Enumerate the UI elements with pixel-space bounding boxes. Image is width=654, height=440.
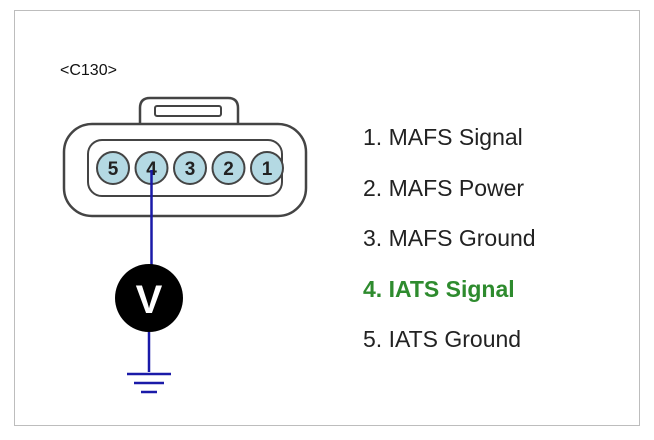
diagram-frame — [14, 10, 640, 426]
voltmeter-letter: V — [136, 278, 163, 322]
pin-list-item: 4. IATS Signal — [363, 275, 515, 302]
connector-pin — [250, 151, 284, 185]
connector-pin-number: 3 — [185, 159, 196, 180]
connector-pin-number: 5 — [108, 159, 119, 180]
connector-pin-number: 4 — [146, 159, 157, 180]
connector-pin — [211, 151, 246, 185]
pin-list-item: 5. IATS Ground — [363, 326, 522, 352]
voltmeter-symbol — [115, 264, 183, 332]
connector-id-label: <C130> — [60, 62, 117, 79]
pin-function-list: 1. MAFS Signal 2. MAFS Power 3. MAFS Gro… — [363, 120, 536, 373]
connector-pin — [96, 151, 130, 185]
ground-icon — [127, 372, 171, 394]
connector-pin-number: 2 — [223, 159, 234, 180]
pin-list-item: 2. MAFS Power — [363, 174, 525, 201]
pin-list-item: 3. MAFS Ground — [363, 225, 536, 251]
connector-pin-number: 1 — [262, 159, 273, 180]
connector-pin — [173, 151, 207, 185]
connector-pins: 5 4 3 2 1 — [96, 151, 284, 185]
pin-list-item: 1. MAFS Signal — [363, 124, 523, 150]
latch-inner — [154, 105, 222, 117]
